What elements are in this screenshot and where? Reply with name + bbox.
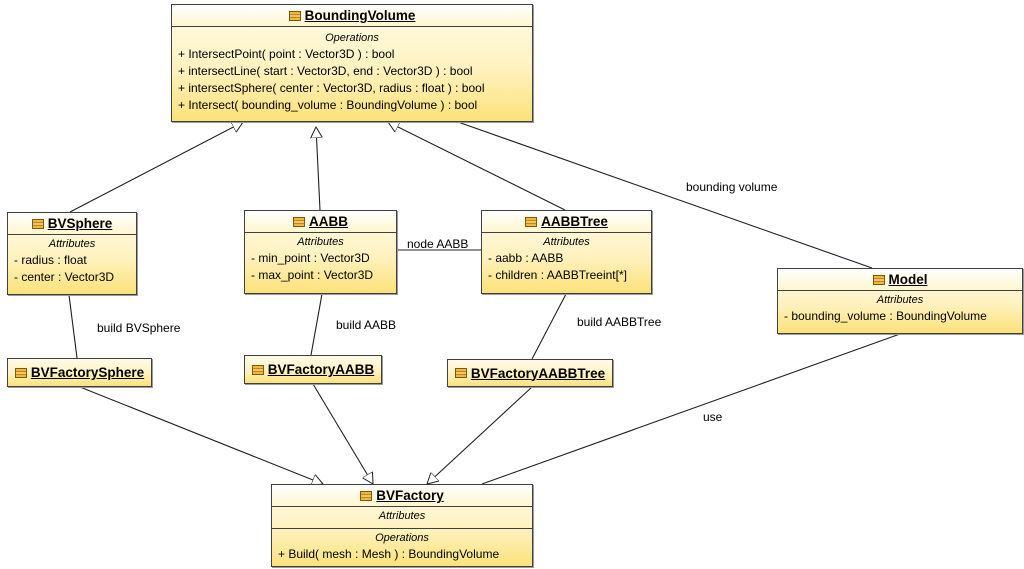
operation-row: + Build( mesh : Mesh ) : BoundingVolume	[278, 547, 500, 561]
attributes-section-title: Attributes	[876, 294, 924, 306]
operation-row: + intersectLine( start : Vector3D, end :…	[178, 64, 473, 78]
attribute-row: - bounding_volume : BoundingVolume	[784, 309, 987, 323]
aabbtree-to-boundingvolume-generalization	[388, 122, 566, 211]
model-bvfactory-use-association	[481, 333, 901, 485]
class-icon	[31, 218, 44, 229]
attributes-section-title: Attributes	[378, 510, 426, 522]
class-icon	[454, 368, 467, 378]
class-bvfactory-header: BVFactory	[272, 485, 532, 507]
attribute-row: - children : AABBTreeint[*]	[488, 268, 627, 282]
bvsphere-to-boundingvolume-generalization	[69, 122, 243, 213]
bvfactoryaabb-aabb-association	[310, 293, 323, 356]
class-icon	[293, 216, 305, 227]
class-bvfactoryaabbtree[interactable]: BVFactoryAABBTree	[447, 359, 613, 387]
attribute-row: - center : Vector3D	[14, 270, 115, 284]
class-bvfactory[interactable]: BVFactory Attributes Operations + Build(…	[271, 484, 533, 567]
class-aabb-header: AABB	[245, 211, 396, 233]
class-name: AABBTree	[541, 214, 608, 229]
model-boundingvolume-association	[457, 121, 873, 269]
bvfactoryaabbtree-aabbtree-association	[531, 293, 567, 360]
class-icon	[14, 367, 27, 378]
class-bvsphere[interactable]: BVSphere Attributes - radius : float - c…	[7, 212, 137, 295]
class-bvsphere-header: BVSphere	[8, 213, 136, 235]
class-bvfactorysphere-header: BVFactorySphere	[8, 359, 151, 386]
class-aabbtree-header: AABBTree	[482, 211, 651, 233]
attribute-row: - min_point : Vector3D	[251, 251, 370, 265]
label-build-aabbtree: build AABBTree	[577, 315, 662, 329]
bvfactorysphere-to-bvfactory-generalization	[79, 386, 323, 484]
class-aabb[interactable]: AABB Attributes - min_point : Vector3D -…	[244, 210, 397, 294]
bvfactoryaabb-to-bvfactory-generalization	[312, 383, 373, 484]
bvfactoryaabbtree-to-bvfactory-generalization	[427, 386, 533, 484]
operation-row: + Intersect( bounding_volume : BoundingV…	[178, 98, 478, 112]
class-name: BVFactory	[376, 488, 444, 503]
class-aabbtree[interactable]: AABBTree Attributes - aabb : AABB - chil…	[481, 210, 652, 294]
label-use: use	[703, 410, 723, 424]
class-icon	[251, 364, 264, 375]
class-name: BVFactorySphere	[30, 365, 145, 380]
class-bvfactoryaabb[interactable]: BVFactoryAABB	[244, 355, 382, 384]
class-name: BVFactoryAABB	[267, 362, 375, 377]
class-name: BoundingVolume	[304, 8, 416, 23]
class-bvfactorysphere[interactable]: BVFactorySphere	[7, 358, 152, 387]
class-name: BVFactoryAABBTree	[470, 365, 606, 381]
aabb-to-boundingvolume-generalization	[316, 127, 320, 211]
class-boundingvolume-header: BoundingVolume	[172, 5, 532, 27]
class-name: AABB	[309, 214, 348, 229]
attributes-section-title: Attributes	[48, 238, 96, 250]
label-build-bvsphere: build BVSphere	[97, 321, 181, 335]
class-icon	[360, 490, 373, 501]
label-node-aabb: node AABB	[407, 237, 469, 251]
attribute-row: - max_point : Vector3D	[251, 268, 374, 282]
label-build-aabb: build AABB	[336, 318, 397, 332]
operations-section-title: Operations	[325, 32, 379, 44]
bvfactorysphere-bvsphere-association	[68, 294, 78, 359]
attributes-section-title: Attributes	[297, 236, 344, 248]
class-bvfactoryaabbtree-header: BVFactoryAABBTree	[448, 360, 612, 386]
class-name: Model	[888, 272, 928, 287]
class-bvfactoryaabb-header: BVFactoryAABB	[245, 356, 381, 383]
class-icon	[288, 10, 301, 21]
label-bounding-volume: bounding volume	[686, 180, 778, 194]
attribute-row: - radius : float	[14, 253, 87, 267]
class-icon	[872, 274, 885, 285]
attributes-section-title: Attributes	[543, 236, 590, 248]
compartment-divider	[272, 528, 532, 529]
class-model[interactable]: Model Attributes - bounding_volume : Bou…	[777, 268, 1023, 334]
class-model-header: Model	[778, 269, 1022, 291]
class-name: BVSphere	[47, 216, 113, 231]
class-boundingvolume[interactable]: BoundingVolume Operations + IntersectPoi…	[171, 4, 533, 122]
operations-section-title: Operations	[375, 532, 429, 544]
class-icon	[525, 216, 538, 227]
operation-row: + IntersectPoint( point : Vector3D ) : b…	[178, 47, 395, 61]
operation-row: + intersectSphere( center : Vector3D, ra…	[178, 81, 485, 95]
attribute-row: - aabb : AABB	[488, 251, 564, 265]
